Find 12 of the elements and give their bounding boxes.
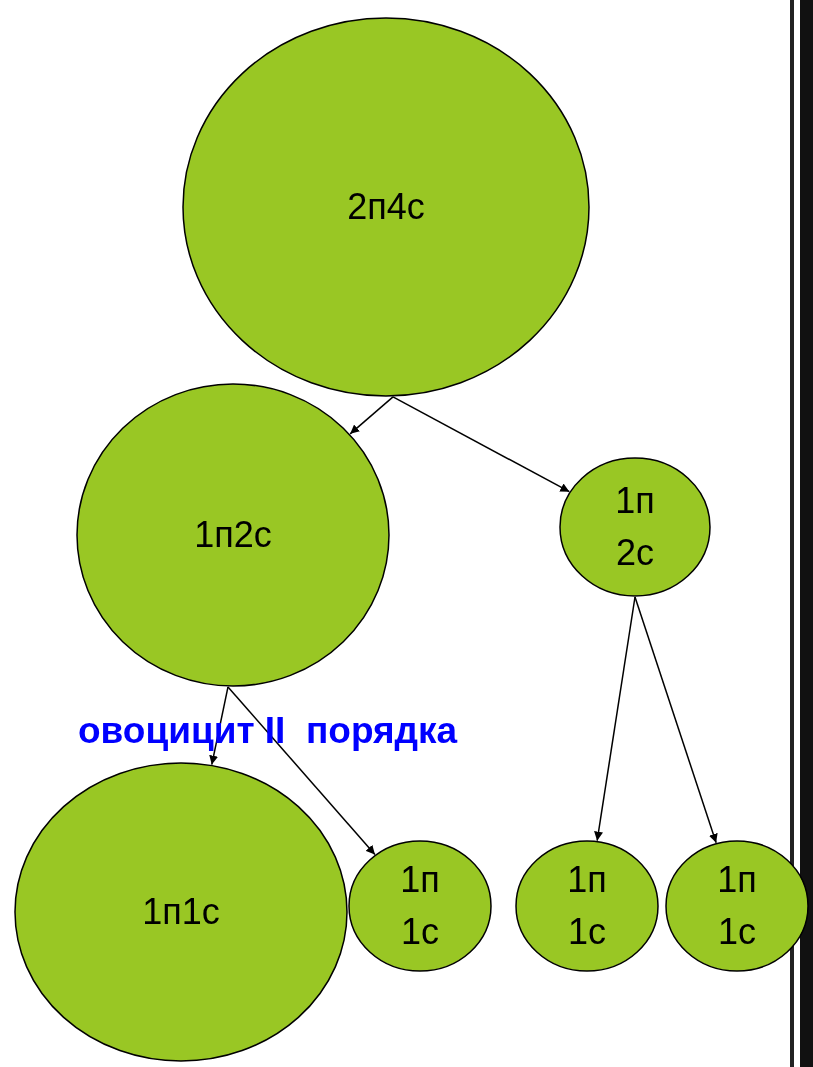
cell-label: 1п 1с (716, 857, 758, 954)
arrow (349, 396, 394, 435)
arrow (392, 396, 571, 493)
arrow (634, 596, 718, 844)
cell-label: 1п 2с (614, 478, 656, 575)
arrow (227, 686, 376, 856)
cell-label: 1п 1с (399, 857, 441, 954)
cell-label: 2п4с (346, 184, 426, 229)
cell-label: 1п 1с (566, 857, 608, 954)
cell-label: 1п1с (141, 889, 221, 934)
arrow (594, 596, 636, 842)
cell-label: 1п2с (193, 512, 273, 557)
